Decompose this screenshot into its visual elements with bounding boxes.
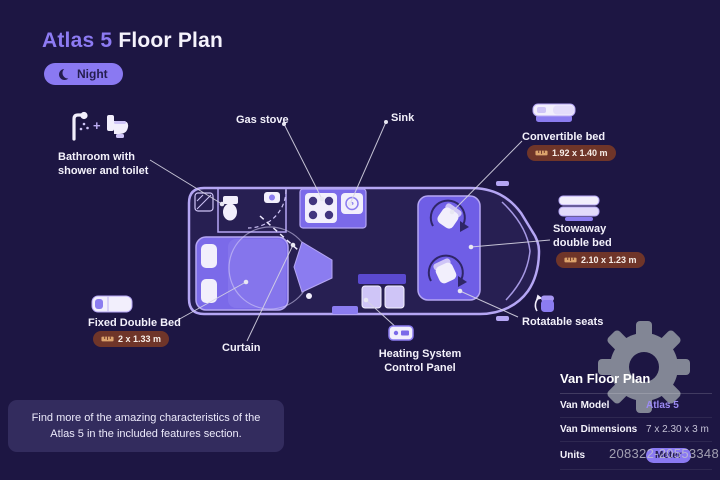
toilet-icon [107, 115, 129, 138]
night-mode-label: Night [77, 67, 108, 81]
callout-heating-panel: Heating System Control Panel [378, 348, 462, 375]
spec-label: Van Dimensions [560, 424, 638, 435]
rotatable-seat-icon [534, 294, 554, 312]
spec-label: Units [560, 450, 585, 461]
spec-title: Van Floor Plan [560, 371, 712, 394]
stowaway-bed-icon [558, 195, 600, 221]
callout-curtain: Curtain [222, 342, 261, 354]
unit-selector[interactable]: Meter [646, 448, 691, 463]
dimension-badge-fixed: 2 x 1.33 m [93, 331, 170, 347]
ruler-icon [101, 336, 114, 342]
callout-bathroom: Bathroom with shower and toilet [58, 151, 149, 178]
page-title-rest: Floor Plan [118, 29, 223, 52]
callout-stowaway-bed: Stowaway double bed [553, 223, 612, 250]
spec-row-dimensions: Van Dimensions 7 x 2.30 x 3 m [560, 418, 712, 442]
spec-value-dimensions: 7 x 2.30 x 3 m [646, 424, 709, 435]
ruler-icon [564, 257, 577, 263]
dimension-badge-convertible: 1.92 x 1.40 m [527, 145, 616, 161]
page-title: Atlas 5 Floor Plan [42, 29, 223, 53]
page-title-brand: Atlas 5 [42, 29, 113, 52]
spec-label: Van Model [560, 400, 610, 411]
dimension-text: 1.92 x 1.40 m [552, 148, 608, 158]
callout-convertible-bed: Convertible bed [522, 131, 606, 143]
heating-panel-icon [388, 325, 414, 341]
convertible-bed-icon [532, 103, 576, 122]
spec-row-units: Units Meter [560, 442, 712, 470]
moon-icon [59, 69, 70, 80]
watermark-number: 208322-20553348 [608, 446, 719, 461]
gear-icon [598, 321, 690, 413]
van-spec-panel: Van Floor Plan Van Model Atlas 5 Van Dim… [560, 371, 712, 470]
dimension-text: 2 x 1.33 m [118, 334, 162, 344]
callout-gas-stove: Gas stove [236, 114, 289, 126]
spec-value-model: Atlas 5 [646, 400, 679, 411]
night-mode-toggle[interactable]: Night [44, 63, 123, 85]
dimension-badge-stowaway: 2.10 x 1.23 m [556, 252, 645, 268]
fixed-bed-icon [91, 295, 133, 313]
van-floor-plan-drawing [187, 181, 541, 321]
callout-sink: Sink [391, 112, 415, 124]
callout-fixed-bed: Fixed Double Bed [88, 317, 181, 329]
shower-icon [72, 111, 89, 141]
plus-icon: + [93, 118, 101, 133]
dimension-text: 2.10 x 1.23 m [581, 255, 637, 265]
info-note: Find more of the amazing characteristics… [8, 400, 284, 452]
callout-rotatable-seats: Rotatable seats [522, 316, 604, 328]
ruler-icon [535, 150, 548, 156]
spec-row-model: Van Model Atlas 5 [560, 394, 712, 418]
